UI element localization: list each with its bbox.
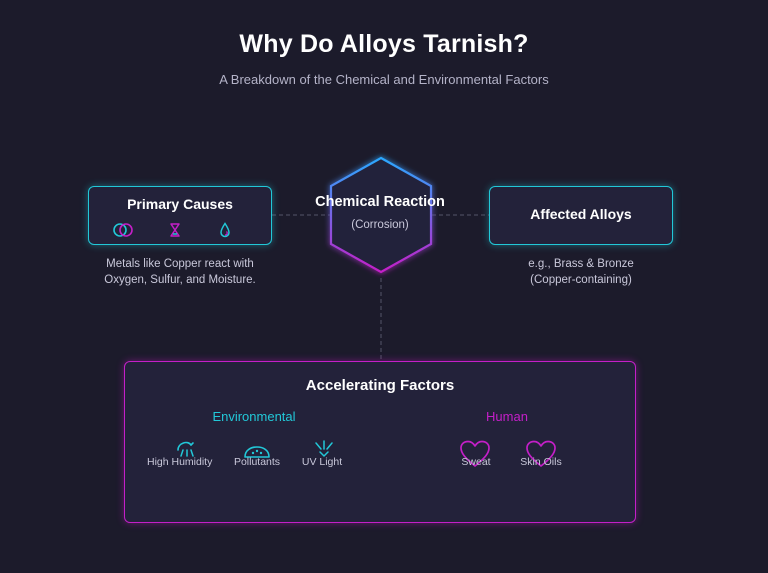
primary-causes-description-line1: Metals like Copper react with: [106, 258, 254, 270]
factor-label-uv-light: UV Light: [301, 456, 343, 468]
page-subtitle: A Breakdown of the Chemical and Environm…: [219, 72, 549, 87]
heart-icon: [459, 440, 491, 468]
hourglass-icon: [164, 222, 186, 238]
uv-light-icon: [312, 440, 336, 458]
chemical-reaction-hexagon: [329, 156, 433, 274]
accelerating-factors-title: Accelerating Factors: [305, 377, 455, 394]
heart-icon: [525, 440, 557, 468]
affected-alloys-description: e.g., Brass & Bronze (Copper-containing): [481, 256, 681, 288]
primary-causes-box: Primary Causes: [88, 186, 272, 245]
humidity-icon: [175, 438, 199, 458]
environmental-label: Environmental: [212, 409, 296, 424]
affected-alloys-title: Affected Alloys: [530, 206, 632, 222]
chemical-reaction-title: Chemical Reaction: [315, 194, 445, 210]
chemical-reaction-subtitle: (Corrosion): [351, 219, 409, 231]
primary-causes-title: Primary Causes: [127, 196, 233, 212]
human-label: Human: [486, 409, 528, 424]
primary-causes-description-line2: Oxygen, Sulfur, and Moisture.: [104, 274, 256, 286]
page-title: Why Do Alloys Tarnish?: [239, 30, 529, 58]
affected-alloys-box: Affected Alloys: [489, 186, 673, 245]
primary-causes-description: Metals like Copper react with Oxygen, Su…: [80, 256, 280, 288]
factor-label-pollutants: Pollutants: [233, 456, 281, 468]
affected-alloys-description-line2: (Copper-containing): [530, 274, 632, 286]
factor-label-skin-oils: Skin Oils: [520, 456, 562, 468]
factor-label-sweat: Sweat: [461, 456, 491, 468]
affected-alloys-description-line1: e.g., Brass & Bronze: [528, 258, 634, 270]
factor-label-high-humidity: High Humidity: [147, 456, 213, 468]
pollution-cloud-icon: [243, 444, 271, 460]
interlocking-rings-icon: [112, 222, 134, 238]
accelerating-factors-box: Accelerating Factors Environmental Human…: [124, 361, 636, 523]
droplet-icon: [214, 222, 236, 238]
